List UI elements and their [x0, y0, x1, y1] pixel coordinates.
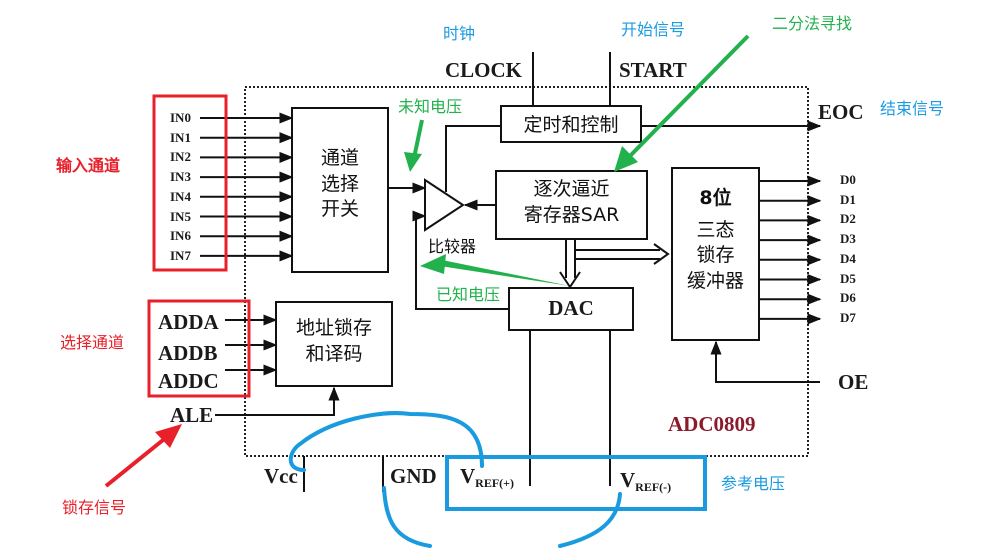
binary-search-arrow-head	[614, 146, 638, 172]
latch-arrow-head	[155, 424, 182, 448]
input-channels-note: 输入通道	[56, 156, 121, 175]
chip-outline	[244, 86, 809, 457]
eoc-label: EOC	[818, 100, 864, 124]
clock-label: CLOCK	[445, 58, 523, 82]
output-label-d4: D4	[840, 250, 856, 266]
output-label-d2: D2	[840, 211, 856, 227]
vref-minus-label: VREF(-)	[620, 468, 672, 494]
channel-switch-text: 通道 选择 开关	[320, 147, 359, 221]
binary-search-note: 二分法寻找	[772, 14, 853, 33]
output-label-d6: D6	[840, 290, 856, 306]
vref-plus-label: VREF(+)	[460, 464, 515, 490]
ale-label: ALE	[170, 403, 214, 427]
output-label-d5: D5	[840, 270, 856, 286]
clock-note: 时钟	[443, 24, 476, 43]
input-channels-highlight	[152, 94, 228, 272]
input-label-in3: IN3	[170, 169, 191, 185]
input-label-in6: IN6	[170, 228, 191, 244]
address-inputs-highlight	[147, 299, 251, 398]
address-latch-block	[275, 301, 393, 387]
output-label-d1: D1	[840, 191, 856, 207]
vcc-label: Vcc	[264, 464, 298, 488]
input-label-in7: IN7	[170, 247, 191, 263]
chip-name: ADC0809	[668, 412, 756, 436]
unknown-voltage-note: 未知电压	[398, 97, 463, 116]
reference-voltage-note: 参考电压	[721, 474, 786, 493]
gnd-label: GND	[390, 464, 437, 488]
unknown-voltage-arrow-head	[404, 152, 422, 172]
sar-text: 逐次逼近 寄存器SAR	[523, 178, 620, 226]
eoc-note: 结束信号	[880, 99, 945, 118]
addb-label: ADDB	[158, 341, 218, 365]
output-buffer-block	[671, 167, 760, 341]
select-channel-note: 选择通道	[60, 333, 125, 352]
input-label-in0: IN0	[170, 110, 191, 125]
comparator-triangle	[424, 178, 465, 232]
vcc-vref-loop	[288, 411, 484, 472]
input-label-in2: IN2	[170, 149, 191, 165]
timing-control-text: 定时和控制	[523, 114, 619, 136]
addc-label: ADDC	[158, 369, 219, 393]
known-voltage-arrow	[440, 260, 570, 286]
gnd-vref-loop	[382, 486, 622, 548]
output-label-d0: D0	[840, 172, 856, 187]
input-label-in1: IN1	[170, 129, 191, 145]
oe-label: OE	[838, 370, 869, 394]
output-label-d3: D3	[840, 231, 856, 247]
latch-signal-note: 锁存信号	[62, 498, 127, 517]
input-label-in4: IN4	[170, 188, 191, 204]
dac-block	[508, 287, 634, 331]
reference-voltage-highlight	[445, 455, 707, 511]
start-note: 开始信号	[621, 20, 686, 39]
sar-block	[495, 170, 648, 240]
start-label: START	[619, 58, 687, 82]
adda-label: ADDA	[158, 310, 219, 334]
known-voltage-note: 已知电压	[436, 285, 501, 304]
dac-text: DAC	[548, 296, 594, 320]
input-label-in5: IN5	[170, 208, 191, 224]
output-label-d7: D7	[840, 309, 856, 325]
output-buffer-text: 8位 三态 锁存 缓冲器	[686, 187, 744, 292]
channel-switch-block	[291, 107, 389, 273]
timing-control-block	[500, 105, 642, 143]
address-latch-text: 地址锁存 和译码	[295, 317, 372, 365]
comparator-text: 比较器	[428, 237, 477, 256]
